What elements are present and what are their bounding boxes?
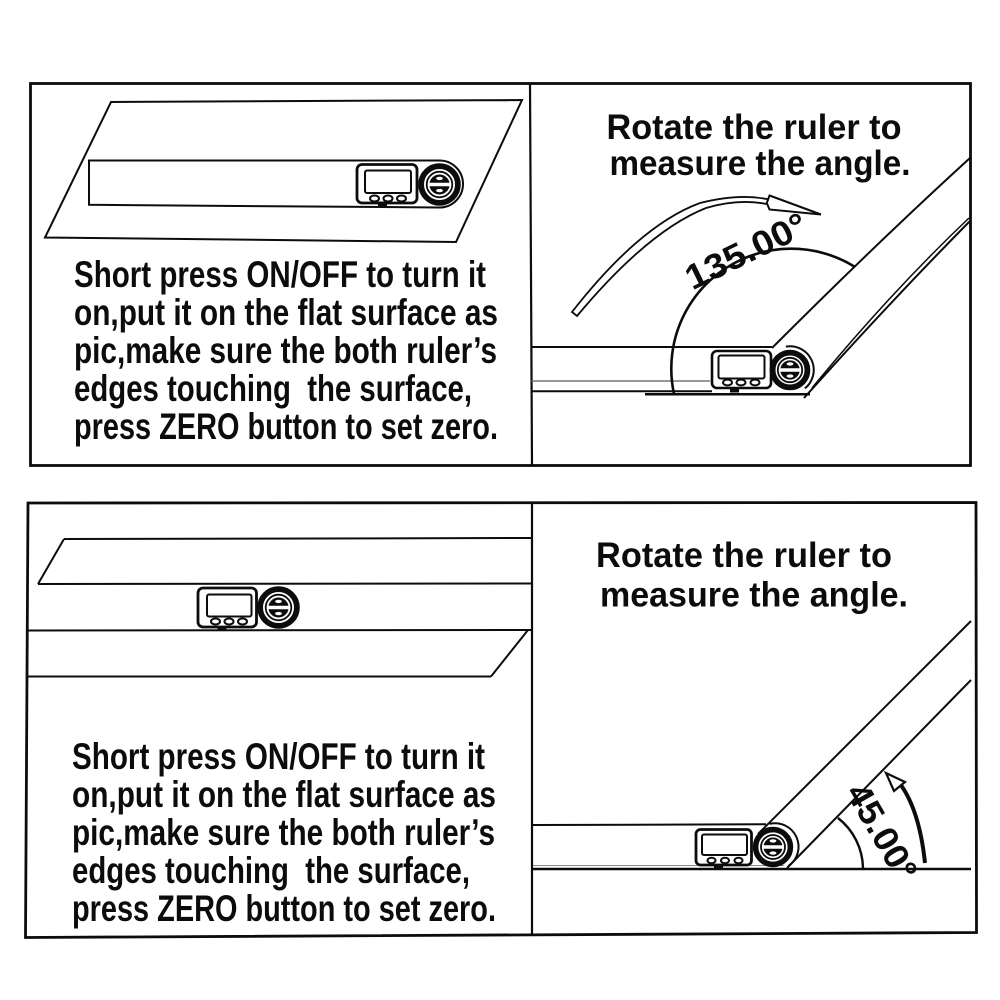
svg-text:press ZERO button to set zero.: press ZERO button to set zero. <box>72 888 496 929</box>
svg-text:Rotate the ruler to: Rotate the ruler to <box>596 536 892 575</box>
svg-text:edges touching the surface,: edges touching the surface, <box>74 368 472 409</box>
svg-text:Rotate the ruler to: Rotate the ruler to <box>607 108 902 147</box>
svg-text:edges touching the surface,: edges touching the surface, <box>72 850 470 891</box>
svg-text:measure the angle.: measure the angle. <box>610 144 911 183</box>
svg-text:pic,make sure the both ruler’s: pic,make sure the both ruler’s <box>72 812 495 853</box>
svg-text:press ZERO button to set zero.: press ZERO button to set zero. <box>74 406 498 447</box>
svg-text:on,put it on the flat surface: on,put it on the flat surface as <box>72 774 496 815</box>
svg-text:measure the angle.: measure the angle. <box>600 576 908 615</box>
svg-text:on,put it on the flat surface: on,put it on the flat surface as <box>74 292 498 333</box>
svg-text:Short press ON/OFF to turn it: Short press ON/OFF to turn it <box>72 736 485 777</box>
svg-text:Short press ON/OFF to turn it: Short press ON/OFF to turn it <box>74 254 486 295</box>
svg-text:pic,make sure the both ruler’s: pic,make sure the both ruler’s <box>74 330 497 371</box>
